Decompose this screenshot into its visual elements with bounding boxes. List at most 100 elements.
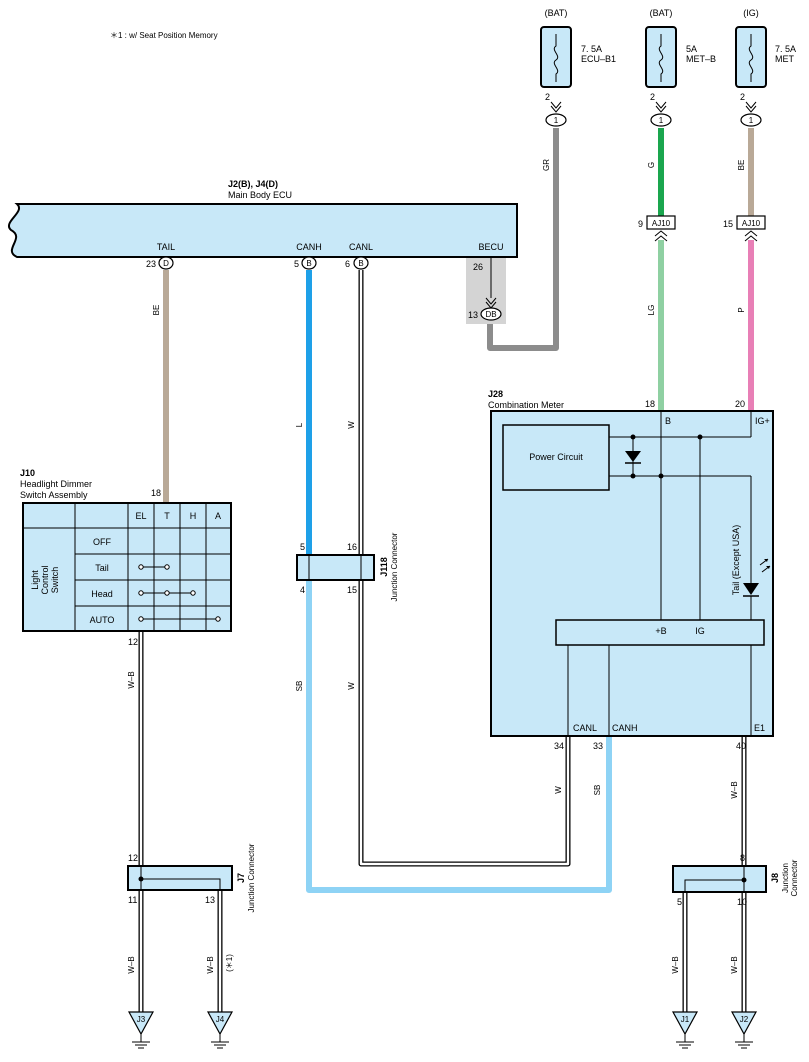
svg-text:+B: +B (655, 626, 666, 636)
power-circuit-label: Power Circuit (529, 452, 583, 462)
svg-text:P: P (737, 307, 746, 312)
fuse-pin-top: 2 (650, 92, 655, 102)
fuse-rating: 5A (686, 44, 697, 54)
combination-meter: J28 Combination Meter 18 20 B IG+ (488, 389, 774, 751)
j10-name-1: Headlight Dimmer (20, 479, 92, 489)
svg-text:J8: J8 (770, 873, 780, 883)
svg-text:J1: J1 (681, 1015, 690, 1024)
svg-text:33: 33 (593, 741, 603, 751)
svg-text:Control: Control (40, 565, 50, 594)
switch-contacts (138, 564, 221, 622)
fuse-ecu-b1: (BAT) 7. 5A ECU–B1 2 (540, 8, 616, 102)
svg-text:W: W (347, 421, 356, 429)
svg-text:26: 26 (473, 262, 483, 272)
svg-text:A: A (215, 511, 221, 521)
ecu-terminal-canl: CANL (349, 242, 373, 252)
j10-id: J10 (20, 468, 35, 478)
aj10-label: AJ10 (652, 219, 671, 228)
wire-labels: GR G BE LG P BE L W SB W W–B W SB W–B W–… (127, 159, 746, 974)
svg-text:Connector: Connector (790, 859, 799, 896)
svg-text:Junction: Junction (781, 863, 790, 893)
svg-text:G: G (647, 162, 656, 168)
fuse-icon (748, 34, 754, 82)
aj10-label: AJ10 (742, 219, 761, 228)
svg-text:W–B: W–B (730, 956, 739, 973)
svg-text:16: 16 (347, 542, 357, 552)
main-body-ecu: J2(B), J4(D) Main Body ECU TAIL CANH CAN… (8, 179, 518, 258)
svg-text:CANH: CANH (612, 723, 638, 733)
svg-text:B: B (358, 259, 363, 268)
svg-text:IG+: IG+ (755, 416, 770, 426)
svg-text:J3: J3 (137, 1015, 146, 1024)
svg-text:J118: J118 (379, 557, 389, 577)
ecu-terminal-tail: TAIL (157, 242, 175, 252)
ground-j4: J4 (207, 1011, 233, 1049)
svg-text:23: 23 (146, 259, 156, 269)
svg-text:H: H (190, 511, 197, 521)
j10-name-2: Switch Assembly (20, 490, 88, 500)
fuse-icon (658, 34, 664, 82)
ecu-terminal-canh: CANH (296, 242, 322, 252)
fuse-rating: 7. 5A (581, 44, 602, 54)
j7-junction-connector: 12 11 13 J7 Junction Connector (127, 843, 256, 912)
svg-text:5: 5 (294, 259, 299, 269)
meter-id: J28 (488, 389, 503, 399)
svg-text:34: 34 (554, 741, 564, 751)
ecu-name: Main Body ECU (228, 190, 292, 200)
svg-text:SB: SB (295, 681, 304, 692)
svg-text:L: L (295, 422, 304, 427)
svg-text:4: 4 (300, 585, 305, 595)
svg-text:10: 10 (737, 897, 747, 907)
fuse-pin-top: 2 (545, 92, 550, 102)
fuse-icon (553, 34, 559, 82)
svg-text:8: 8 (740, 853, 745, 863)
svg-text:CANL: CANL (573, 723, 597, 733)
fuse-connectors: 1 1 1 (545, 101, 762, 127)
svg-text:(＊1): (＊1) (225, 954, 234, 972)
svg-text:Light: Light (30, 570, 40, 590)
svg-text:T: T (164, 511, 170, 521)
svg-text:20: 20 (735, 399, 745, 409)
fuse-source: (BAT) (545, 8, 568, 18)
svg-text:OFF: OFF (93, 537, 111, 547)
svg-text:W: W (554, 786, 563, 794)
svg-text:Junction Connector: Junction Connector (390, 532, 399, 601)
svg-text:B: B (306, 259, 311, 268)
svg-text:J7: J7 (236, 873, 246, 883)
tail-led-icon (743, 558, 771, 597)
svg-text:IG: IG (695, 626, 705, 636)
svg-text:11: 11 (128, 895, 137, 905)
ecu-terminal-becu: BECU (478, 242, 503, 252)
svg-text:GR: GR (542, 159, 551, 171)
svg-text:6: 6 (345, 259, 350, 269)
svg-text:W: W (347, 682, 356, 690)
j8-junction-connector: 8 5 10 J8 Junction Connector (672, 853, 799, 907)
svg-text:15: 15 (347, 585, 357, 595)
tail-lamp-label: Tail (Except USA) (731, 525, 741, 596)
svg-text:BE: BE (737, 160, 746, 171)
svg-text:W–B: W–B (127, 956, 136, 973)
fuse-name: MET–B (686, 54, 716, 64)
svg-text:Head: Head (91, 589, 113, 599)
fuse-met: (IG) 7. 5A MET 2 (735, 8, 796, 102)
diode-icon (625, 451, 641, 464)
wire-sb (306, 580, 612, 893)
svg-text:DB: DB (485, 310, 496, 319)
svg-text:13: 13 (468, 310, 478, 320)
fuse-pin-bottom: 1 (554, 116, 559, 125)
svg-text:13: 13 (205, 895, 215, 905)
fuse-name: MET (775, 54, 795, 64)
svg-text:D: D (163, 259, 169, 268)
svg-text:B: B (665, 416, 671, 426)
svg-text:W–B: W–B (206, 956, 215, 973)
fuse-source: (IG) (743, 8, 759, 18)
j10-pin-bottom: 12 (128, 637, 138, 647)
svg-text:12: 12 (128, 853, 138, 863)
aj10-connector-lg: AJ10 9 (638, 215, 676, 242)
fuse-pin-top: 2 (740, 92, 745, 102)
svg-text:E1: E1 (754, 723, 765, 733)
fuse-pin-bottom: 1 (659, 116, 664, 125)
fuse-rating: 7. 5A (775, 44, 796, 54)
becu-connector: 26 DB 13 (466, 258, 506, 324)
footnote: ＊1 : w/ Seat Position Memory (110, 31, 218, 40)
